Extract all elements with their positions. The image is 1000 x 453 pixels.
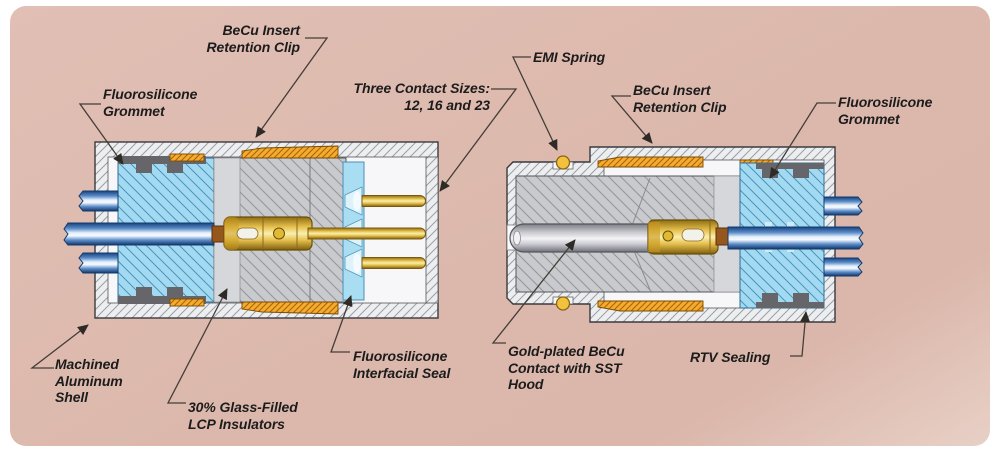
contact-pin-bottom	[361, 257, 426, 269]
seal-cones	[344, 186, 363, 278]
leader-lcp	[166, 288, 228, 404]
leader-grommet-right	[769, 102, 836, 179]
leader-lines	[30, 37, 836, 404]
left-grommet-seal-tabs	[118, 156, 206, 304]
left-wires	[63, 190, 215, 274]
label-gold-plated-becu-contact: Gold-plated BeCu Contact with SST Hood	[508, 343, 625, 392]
label-becu-insert-retention-clip-left: BeCu Insert Retention Clip	[206, 22, 301, 55]
label-three-contact-sizes: Three Contact Sizes: 12, 16 and 23	[353, 80, 491, 113]
wire-crimp-right	[715, 227, 729, 246]
wire-bottom-right	[823, 257, 863, 277]
right-connector-section	[506, 146, 864, 323]
left-connector-section	[63, 141, 439, 319]
label-emi-spring: EMI Spring	[533, 49, 606, 65]
leader-grommet-left	[78, 103, 124, 165]
left-retention-clips	[169, 145, 339, 315]
label-becu-insert-retention-clip-right: BeCu Insert Retention Clip	[633, 82, 727, 115]
label-fluorosilicone-grommet-right: Fluorosilicone Grommet	[838, 94, 933, 127]
leader-emi-spring	[511, 56, 558, 151]
leader-rtv	[790, 311, 811, 357]
sst-hood	[509, 223, 653, 253]
label-glass-filled-lcp-insulators: 30% Glass-Filled LCP Insulators	[188, 399, 298, 432]
wire-middle-left	[63, 222, 215, 246]
emi-spring-ball-bottom	[555, 296, 571, 311]
leader-gold-contact	[491, 239, 576, 344]
contact-pin-top	[361, 195, 426, 207]
left-shell-right-rim	[425, 156, 439, 304]
emi-spring	[552, 155, 574, 311]
wire-bottom-left	[78, 252, 119, 274]
label-fluorosilicone-interfacial-seal: Fluorosilicone Interfacial Seal	[353, 348, 451, 381]
leader-becu-left	[255, 37, 329, 138]
leader-interfacial-seal	[330, 295, 353, 353]
leader-becu-right	[610, 95, 653, 144]
wire-middle-right	[727, 226, 864, 250]
leader-contact-sizes	[439, 88, 518, 192]
contact-pin-middle	[307, 227, 426, 240]
label-machined-aluminum-shell: Machined Aluminum Shell	[55, 356, 123, 405]
right-wires	[727, 196, 864, 277]
label-fluorosilicone-grommet-left: Fluorosilicone Grommet	[103, 86, 198, 119]
wire-top-right	[823, 196, 863, 216]
emi-spring-ball-top	[555, 155, 571, 170]
label-rtv-sealing: RTV Sealing	[690, 349, 771, 365]
socket-contact-assembly	[506, 219, 729, 255]
wire-top-left	[78, 190, 119, 212]
pin-contact-assembly	[211, 195, 426, 269]
leader-shell	[30, 324, 89, 369]
